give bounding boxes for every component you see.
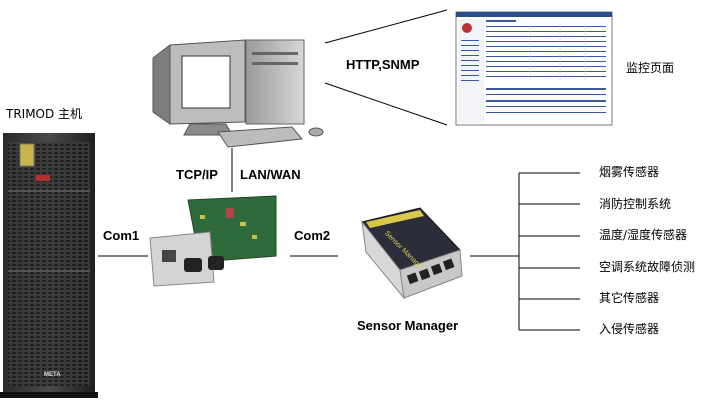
pc-keyboard	[217, 126, 303, 148]
ups-brand-label: META	[44, 372, 61, 378]
sensor-item-temp-humidity: 温度/湿度传感器	[599, 228, 688, 242]
lanwan-label: LAN/WAN	[240, 167, 301, 182]
trimod-host-label: TRIMOD 主机	[6, 107, 83, 121]
sensor-item-fire-control: 消防控制系统	[599, 197, 672, 211]
protocol-label: HTTP,SNMP	[346, 57, 420, 72]
com1-label: Com1	[103, 228, 140, 243]
sensor-item-intrusion: 入侵传感器	[599, 322, 660, 336]
sensor-item-ac-fault: 空调系统故障侦测	[599, 260, 696, 274]
line-pc-to-screenshot-top	[324, 9, 448, 44]
com2-label: Com2	[294, 228, 331, 243]
sensor-item-smoke: 烟雾传感器	[599, 165, 660, 179]
sensor-item-other: 其它传感器	[599, 291, 660, 305]
monitoring-page-label: 监控页面	[626, 61, 675, 75]
pc-screen	[181, 55, 231, 109]
tcpip-label: TCP/IP	[176, 167, 218, 182]
pc-mouse	[308, 127, 324, 137]
sensor-manager-label: Sensor Manager	[357, 318, 459, 333]
line-pc-to-screenshot-bottom	[324, 82, 448, 126]
